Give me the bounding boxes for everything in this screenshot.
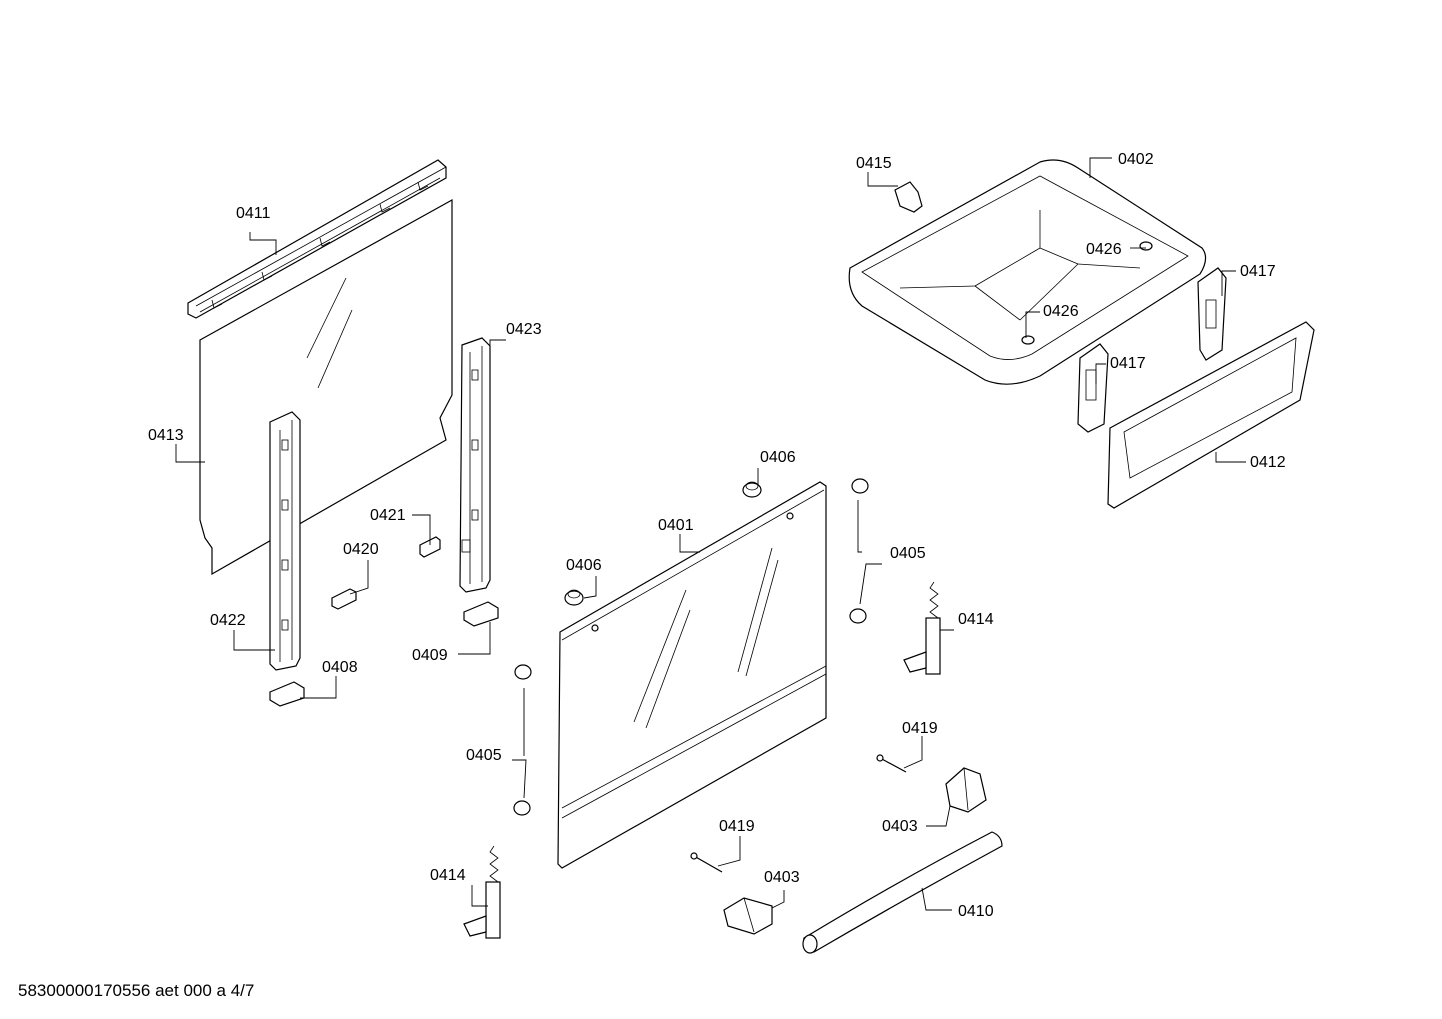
part-0419-screw-left bbox=[690, 852, 723, 873]
label-0401: 0401 bbox=[658, 517, 694, 534]
label-0406-upper: 0406 bbox=[760, 449, 796, 466]
part-0405-roller-3 bbox=[514, 664, 532, 680]
label-0421: 0421 bbox=[370, 507, 406, 524]
part-0419-screw-right bbox=[876, 754, 907, 773]
part-0405-roller-4 bbox=[513, 800, 531, 816]
document-code: 58300000170556 aet 000 a 4/7 bbox=[18, 981, 255, 1000]
part-0406-bush-lower bbox=[564, 589, 584, 606]
label-0402: 0402 bbox=[1118, 151, 1154, 168]
part-0423-side-rail-right bbox=[459, 337, 491, 593]
label-0426-upper: 0426 bbox=[1086, 241, 1122, 258]
label-0405-left: 0405 bbox=[466, 747, 502, 764]
label-0419-right: 0419 bbox=[902, 720, 938, 737]
label-0410: 0410 bbox=[958, 903, 994, 920]
part-0413-glass-panel bbox=[199, 198, 453, 576]
part-0405-roller-2 bbox=[849, 608, 867, 624]
label-0409: 0409 bbox=[412, 647, 448, 664]
label-0417-lower: 0417 bbox=[1110, 355, 1146, 372]
part-0411-top-trim bbox=[187, 159, 447, 319]
label-0414-right: 0414 bbox=[958, 611, 994, 628]
part-0405-roller-1 bbox=[851, 478, 869, 494]
part-0408-bracket bbox=[269, 681, 305, 707]
label-0417-upper: 0417 bbox=[1240, 263, 1276, 280]
part-0412-drawer-front bbox=[1107, 321, 1315, 509]
label-0420: 0420 bbox=[343, 541, 379, 558]
label-0415: 0415 bbox=[856, 155, 892, 172]
label-0419-left: 0419 bbox=[719, 818, 755, 835]
label-0406-lower: 0406 bbox=[566, 557, 602, 574]
part-0403-handle-cap-right bbox=[945, 767, 987, 813]
part-0417-hinge-lower bbox=[1077, 343, 1109, 433]
label-0412: 0412 bbox=[1250, 454, 1286, 471]
part-0420-clip bbox=[331, 588, 357, 610]
part-0403-handle-cap-left bbox=[723, 897, 773, 935]
part-0410-handle-tube bbox=[802, 831, 1003, 954]
label-0408: 0408 bbox=[322, 659, 358, 676]
part-0406-bush-upper bbox=[742, 481, 762, 498]
part-0401-oven-door bbox=[557, 481, 827, 869]
label-0403-right: 0403 bbox=[882, 818, 918, 835]
label-0423: 0423 bbox=[506, 321, 542, 338]
part-0414-door-hinge-left bbox=[463, 845, 501, 939]
label-0414-left: 0414 bbox=[430, 867, 466, 884]
part-0417-hinge-upper bbox=[1197, 267, 1227, 361]
part-0414-door-hinge-right bbox=[903, 581, 941, 675]
part-0422-side-rail-left bbox=[269, 411, 301, 671]
label-0405-right: 0405 bbox=[890, 545, 926, 562]
part-0409-bracket bbox=[463, 601, 499, 627]
label-0422: 0422 bbox=[210, 612, 246, 629]
label-0411: 0411 bbox=[236, 205, 271, 222]
part-0421-clip bbox=[419, 536, 441, 558]
part-0415-bracket bbox=[894, 181, 923, 213]
leader-lines bbox=[175, 157, 1246, 911]
label-0426-lower: 0426 bbox=[1043, 303, 1079, 320]
label-0413: 0413 bbox=[148, 427, 184, 444]
label-0403-left: 0403 bbox=[764, 869, 800, 886]
